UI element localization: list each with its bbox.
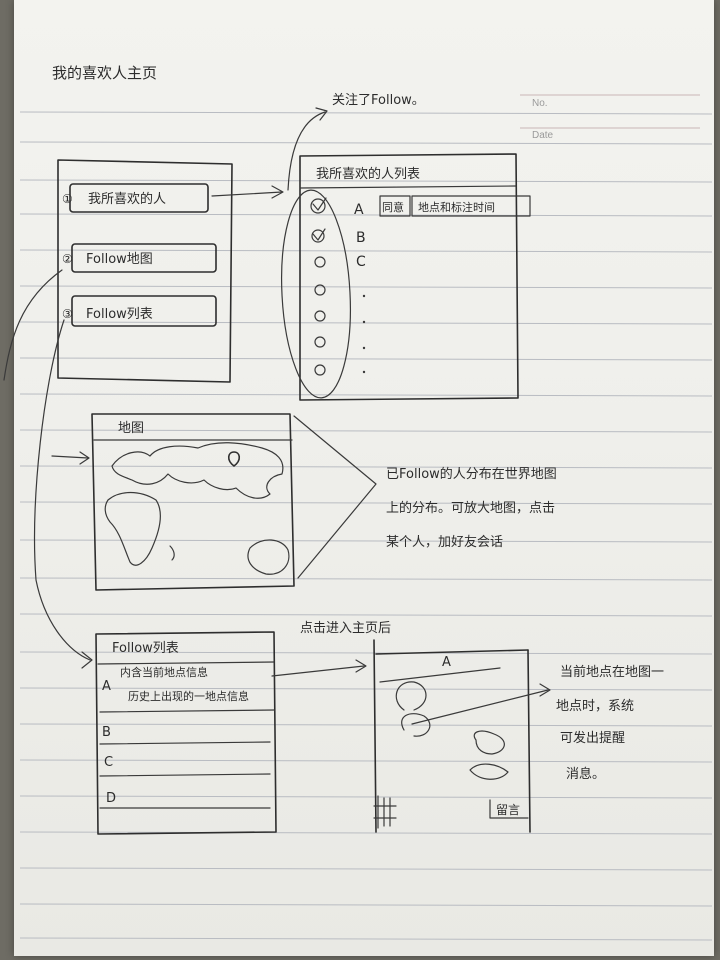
follow-note: 关注了Follow。: [332, 93, 425, 108]
checkbox-a[interactable]: [310, 198, 326, 214]
no-label: No.: [532, 98, 548, 109]
click-note-line-4: 消息。: [566, 766, 605, 782]
follow-row-a[interactable]: A: [102, 679, 111, 694]
zoom-callout: [293, 415, 377, 579]
message-button[interactable]: [489, 799, 529, 819]
checkbox-b[interactable]: [311, 229, 325, 243]
follow-list-title: Follow列表: [112, 641, 179, 656]
date-label: Date: [532, 130, 554, 141]
click-note-line-3: 可发出提醒: [560, 730, 625, 746]
menu-item-follow-list[interactable]: [71, 295, 217, 327]
continent-south: [104, 491, 161, 566]
arrow-to-map: [51, 455, 89, 459]
speech-bubble-1: [395, 681, 427, 711]
map-note-line-1: 已Follow的人分布在世界地图: [386, 466, 557, 482]
follow-note-arrow: [287, 111, 326, 191]
checkbox-4[interactable]: [314, 284, 326, 296]
map-pin-icon[interactable]: [227, 451, 241, 467]
speech-bubble-4: [469, 763, 509, 780]
people-list-panel: 我所喜欢的人列表 A B C: [281, 153, 531, 401]
checkbox-group-outline: [281, 189, 351, 399]
arrow-to-list: [211, 191, 283, 197]
click-note-line-2: 地点时，系统: [556, 699, 634, 714]
continent-north: [111, 442, 284, 499]
checkbox-7[interactable]: [314, 364, 326, 376]
checkbox-6[interactable]: [314, 336, 326, 348]
follow-list-panel: Follow列表 A 内含当前地点信息 历史上出现的一地点信息 B C D: [95, 631, 277, 835]
continent-island: [247, 539, 290, 575]
row-label-c: C: [356, 254, 366, 270]
menu-item-label-1: 我所喜欢的人: [88, 191, 166, 207]
menu-item-label-3: Follow列表: [86, 307, 153, 322]
checkbox-5[interactable]: [314, 310, 326, 322]
curve-to-follow-list: [34, 319, 91, 661]
location-time-label: 地点和标注时间: [418, 200, 495, 214]
sidebar-menu: ① 我所喜欢的人 ② Follow地图 ③ Follow列表: [57, 159, 233, 383]
keyboard-icon[interactable]: [373, 795, 397, 829]
enter-home-note: 点击进入主页后: [300, 621, 391, 636]
speech-bubble-2: [401, 713, 431, 737]
arrow-to-detail: [271, 665, 365, 677]
location-time-cell: [411, 195, 531, 217]
menu-item-follow-map[interactable]: [71, 243, 217, 273]
menu-item-label-2: Follow地图: [86, 252, 153, 267]
map-panel: 地图: [91, 413, 377, 591]
row-checkboxes: [310, 197, 327, 376]
checkbox-c[interactable]: [314, 256, 326, 268]
ruled-lines: [19, 94, 713, 941]
map-note-line-2: 上的分布。可放大地图，点击: [386, 500, 555, 516]
curve-menu-left: [3, 269, 63, 381]
map-title: 地图: [118, 421, 144, 436]
message-label[interactable]: 留言: [496, 803, 520, 817]
menu-marker-1: ①: [62, 192, 73, 206]
row-label-a: A: [354, 202, 364, 218]
follow-row-a-line1: 内含当前地点信息: [120, 665, 208, 679]
page-title: 我的喜欢人主页: [52, 64, 157, 82]
detail-line-1: [379, 667, 501, 683]
follow-row-c[interactable]: C: [104, 755, 113, 770]
follow-row-b[interactable]: B: [102, 725, 111, 740]
menu-marker-3: ③: [62, 307, 73, 321]
detail-page-panel: A 留言: [373, 639, 551, 833]
follow-row-a-line2: 历史上出现的一地点信息: [128, 689, 249, 703]
agree-cell-label: 同意: [382, 200, 404, 214]
menu-item-liked-people[interactable]: [69, 183, 209, 213]
map-note-line-3: 某个人，加好友会话: [386, 534, 503, 550]
follow-row-d[interactable]: D: [106, 791, 116, 806]
people-list-title: 我所喜欢的人列表: [316, 166, 420, 182]
island-small: [169, 545, 175, 561]
menu-marker-2: ②: [62, 252, 73, 266]
speech-bubble-3: [473, 730, 505, 755]
detail-letter: A: [442, 655, 451, 670]
click-note-line-1: 当前地点在地图一: [560, 664, 664, 680]
row-label-b: B: [356, 230, 366, 246]
arrow-to-click-note: [411, 689, 549, 725]
agree-cell[interactable]: [379, 195, 411, 217]
